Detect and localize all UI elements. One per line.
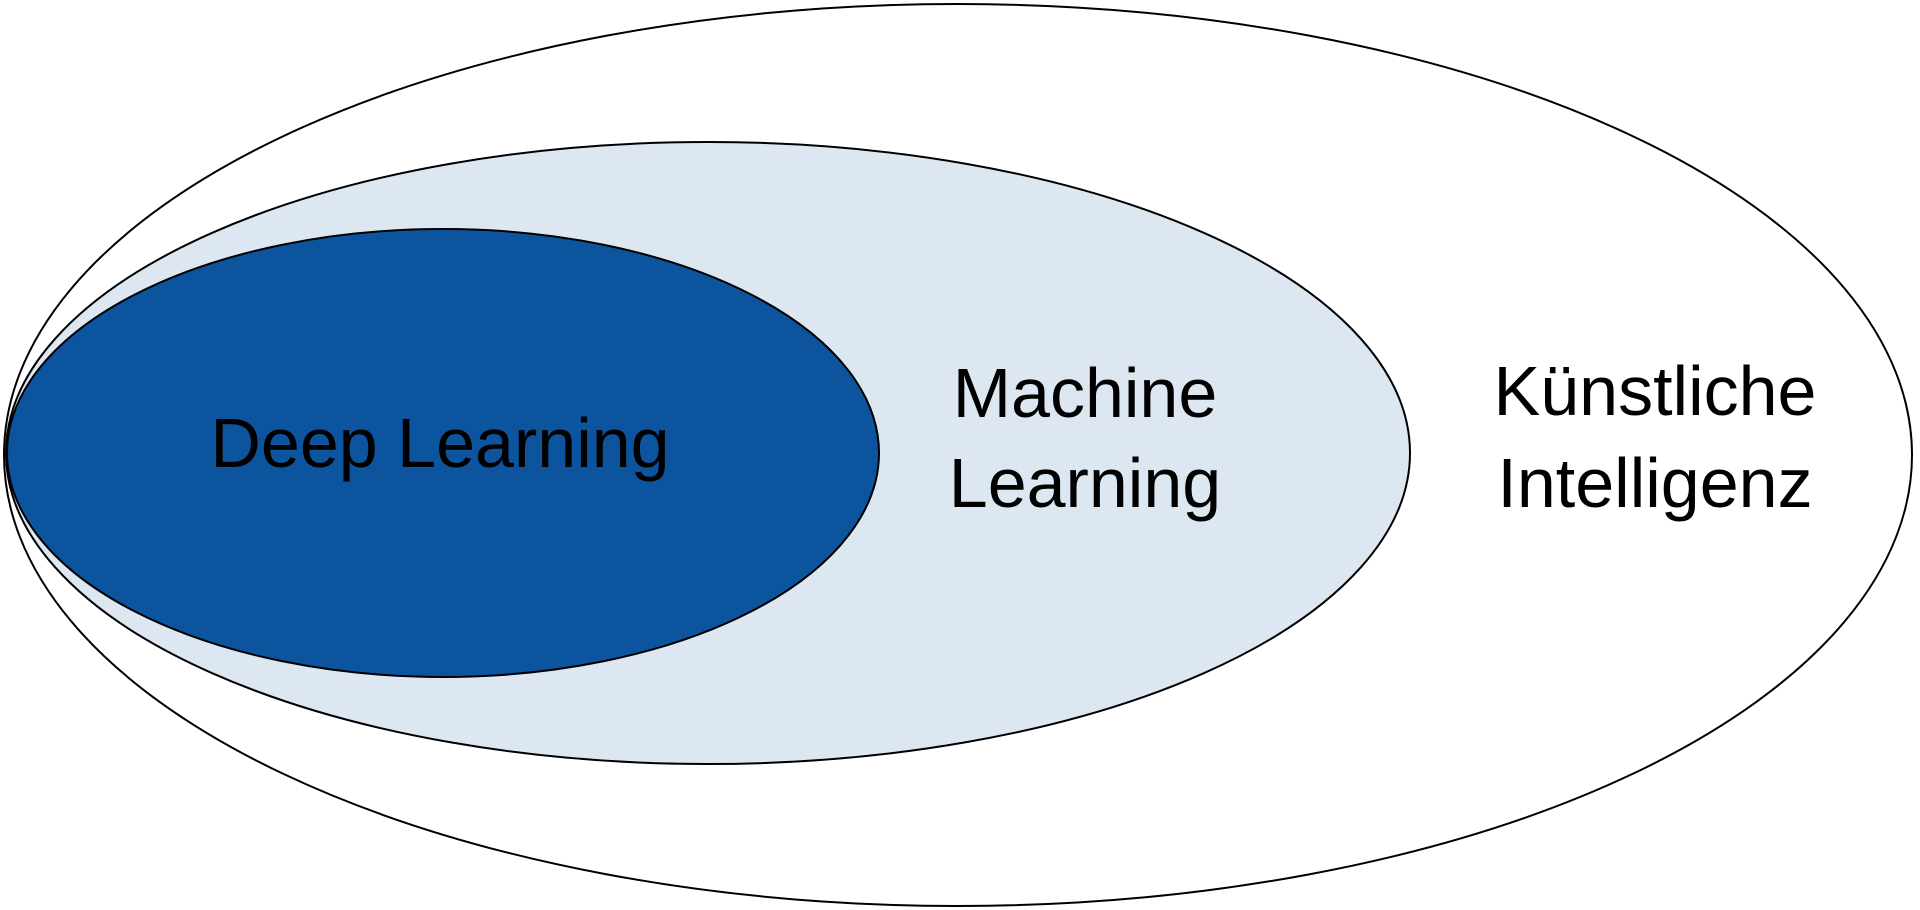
kuenstliche-intelligenz-label-line2: Intelligenz <box>1497 444 1812 522</box>
deep-learning-label: Deep Learning <box>210 404 669 482</box>
machine-learning-label-line1: Machine <box>953 354 1218 432</box>
inner-ellipse-deep-learning <box>6 228 880 678</box>
machine-learning-label-line2: Learning <box>949 444 1221 522</box>
kuenstliche-intelligenz-label-line1: Künstliche <box>1494 352 1817 430</box>
